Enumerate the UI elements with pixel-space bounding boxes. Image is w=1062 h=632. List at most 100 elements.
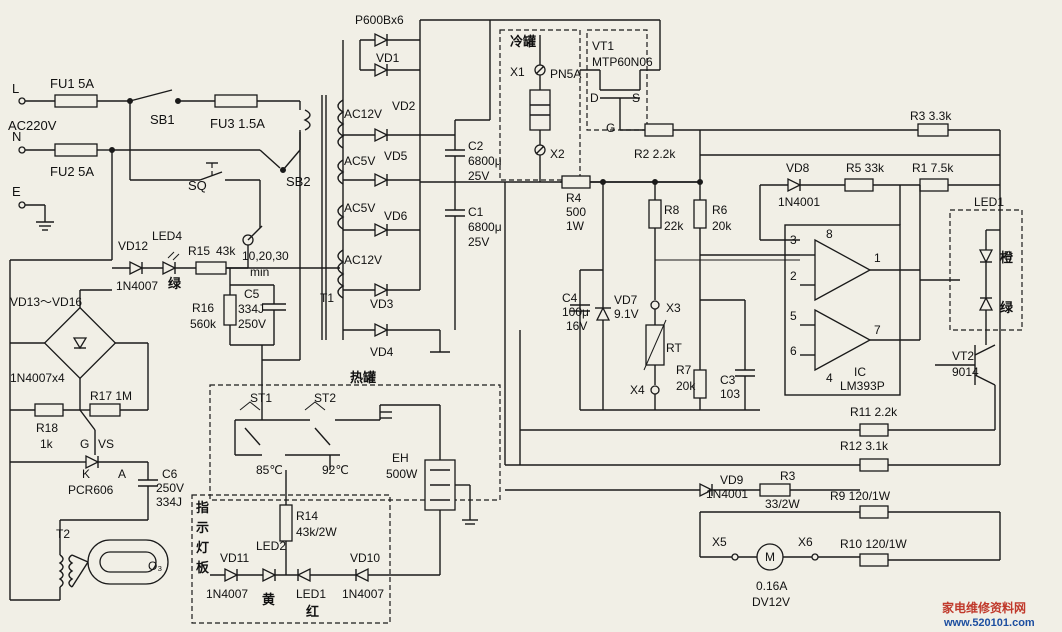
- label-c4-value: 100μ: [562, 305, 589, 319]
- label-x6: X6: [798, 535, 813, 549]
- resistor-r8: [648, 199, 662, 229]
- label-panel-1: 指: [196, 500, 209, 516]
- label-t2: T2: [56, 527, 70, 541]
- label-sq: SQ: [188, 178, 207, 193]
- label-green-b: 绿: [1000, 300, 1014, 316]
- peltier-x1: [529, 89, 551, 131]
- label-fu1: FU1 5A: [50, 76, 94, 91]
- diode-vd10: [354, 567, 369, 583]
- label-timer: 10,20,30: [242, 249, 289, 263]
- resistor-r11: [859, 423, 889, 437]
- label-vd8: VD8: [786, 161, 810, 175]
- label-r5: R5 33k: [846, 161, 885, 175]
- label-c5-voltage: 250V: [238, 317, 266, 331]
- label-motor-voltage: DV12V: [752, 595, 790, 609]
- label-x5: X5: [712, 535, 727, 549]
- label-c3: C3: [720, 373, 736, 387]
- label-panel-2: 示: [196, 521, 209, 536]
- label-s: S: [632, 91, 640, 105]
- label-ic: IC: [854, 365, 866, 379]
- label-eh: EH: [392, 451, 409, 465]
- watermark-title: 家电维修资料网: [942, 600, 1026, 615]
- cold-tank-module: [490, 19, 701, 182]
- watermark-url: www.520101.com: [943, 617, 1035, 629]
- ic-lm393: [784, 224, 901, 396]
- thermostat-st2: [314, 427, 331, 446]
- label-c2-value: 6800μ: [468, 154, 502, 168]
- label-c2-voltage: 25V: [468, 169, 489, 183]
- mains-input: [9, 89, 301, 470]
- label-vd2: VD2: [392, 99, 416, 113]
- label-red: 红: [306, 604, 319, 620]
- label-85c: 85℃: [256, 463, 283, 477]
- resistor-r9: [859, 505, 889, 519]
- fuse-fu1: [54, 94, 98, 108]
- label-r2: R2 2.2k: [634, 147, 676, 161]
- label-rt: RT: [666, 341, 682, 355]
- label-r9: R9 120/1W: [830, 489, 891, 503]
- label-1n4007-a: 1N4007: [116, 279, 158, 293]
- label-cold-tank: 冷罐: [510, 34, 536, 50]
- label-pin2: 2: [790, 269, 797, 283]
- labels: L N E AC220V FU1 5A FU2 5A FU3 1.5A SB1 …: [8, 13, 1014, 620]
- label-pin1: 1: [874, 251, 881, 265]
- label-e: E: [12, 184, 21, 199]
- label-c1-value: 6800μ: [468, 220, 502, 234]
- label-hot-tank: 热罐: [350, 370, 376, 386]
- label-r7: R7: [676, 363, 692, 377]
- label-vd9: VD9: [720, 473, 744, 487]
- label-ac220v: AC220V: [8, 118, 57, 133]
- label-r6-value: 20k: [712, 219, 732, 233]
- label-r4-power: 1W: [566, 219, 585, 233]
- sensing-network: [504, 123, 1023, 465]
- label-orange: 橙: [1000, 250, 1014, 266]
- resistor-r17: [89, 403, 121, 417]
- label-vd7-value: 9.1V: [614, 307, 639, 321]
- resistor-r3-33: [759, 483, 791, 497]
- label-o3: O₃: [148, 559, 162, 573]
- resistor-r10: [859, 553, 889, 567]
- label-k: K: [82, 467, 90, 481]
- led4: [162, 260, 177, 276]
- label-vd3: VD3: [370, 297, 394, 311]
- label-vd10: VD10: [350, 551, 380, 565]
- label-r17: R17 1M: [90, 389, 132, 403]
- label-r18-value: 1k: [40, 437, 54, 451]
- label-pin4: 4: [826, 371, 833, 385]
- label-panel-3: 灯: [196, 540, 209, 556]
- fuse-fu2: [54, 143, 98, 157]
- label-panel-4: 板: [196, 560, 210, 576]
- led2: [262, 567, 277, 583]
- label-c1-voltage: 25V: [468, 235, 489, 249]
- resistor-r3: [917, 123, 949, 137]
- label-c6-voltage: 250V: [156, 481, 184, 495]
- label-r14-value: 43k/2W: [296, 525, 337, 539]
- comparator-b: [814, 308, 872, 372]
- label-d: D: [590, 91, 599, 105]
- resistor-r1: [919, 178, 949, 192]
- label-ac12v-a: AC12V: [344, 107, 382, 121]
- label-r16: R16: [192, 301, 214, 315]
- label-r15-value: 43k: [216, 244, 236, 258]
- label-r14: R14: [296, 509, 318, 523]
- label-st1: ST1: [250, 391, 272, 405]
- label-vd7: VD7: [614, 293, 638, 307]
- label-vt2-value: 9014: [952, 365, 979, 379]
- label-ac12v-b: AC12V: [344, 253, 382, 267]
- label-pin6: 6: [790, 344, 797, 358]
- label-r15: R15: [188, 244, 210, 258]
- label-r12: R12 3.1k: [840, 439, 889, 453]
- label-pcr606: PCR606: [68, 483, 114, 497]
- comparator-a: [814, 238, 872, 302]
- label-1n4007x4: 1N4007x4: [10, 371, 65, 385]
- label-r10: R10 120/1W: [840, 537, 907, 551]
- label-r16-value: 560k: [190, 317, 217, 331]
- hot-tank-module: [191, 345, 501, 624]
- label-pin7: 7: [874, 323, 881, 337]
- label-vd5: VD5: [384, 149, 408, 163]
- resistor-r5: [844, 178, 874, 192]
- label-green-a: 绿: [168, 276, 182, 292]
- label-1n4001-a: 1N4001: [778, 195, 820, 209]
- label-ac5v-b: AC5V: [344, 201, 375, 215]
- label-r11: R11 2.2k: [850, 405, 898, 419]
